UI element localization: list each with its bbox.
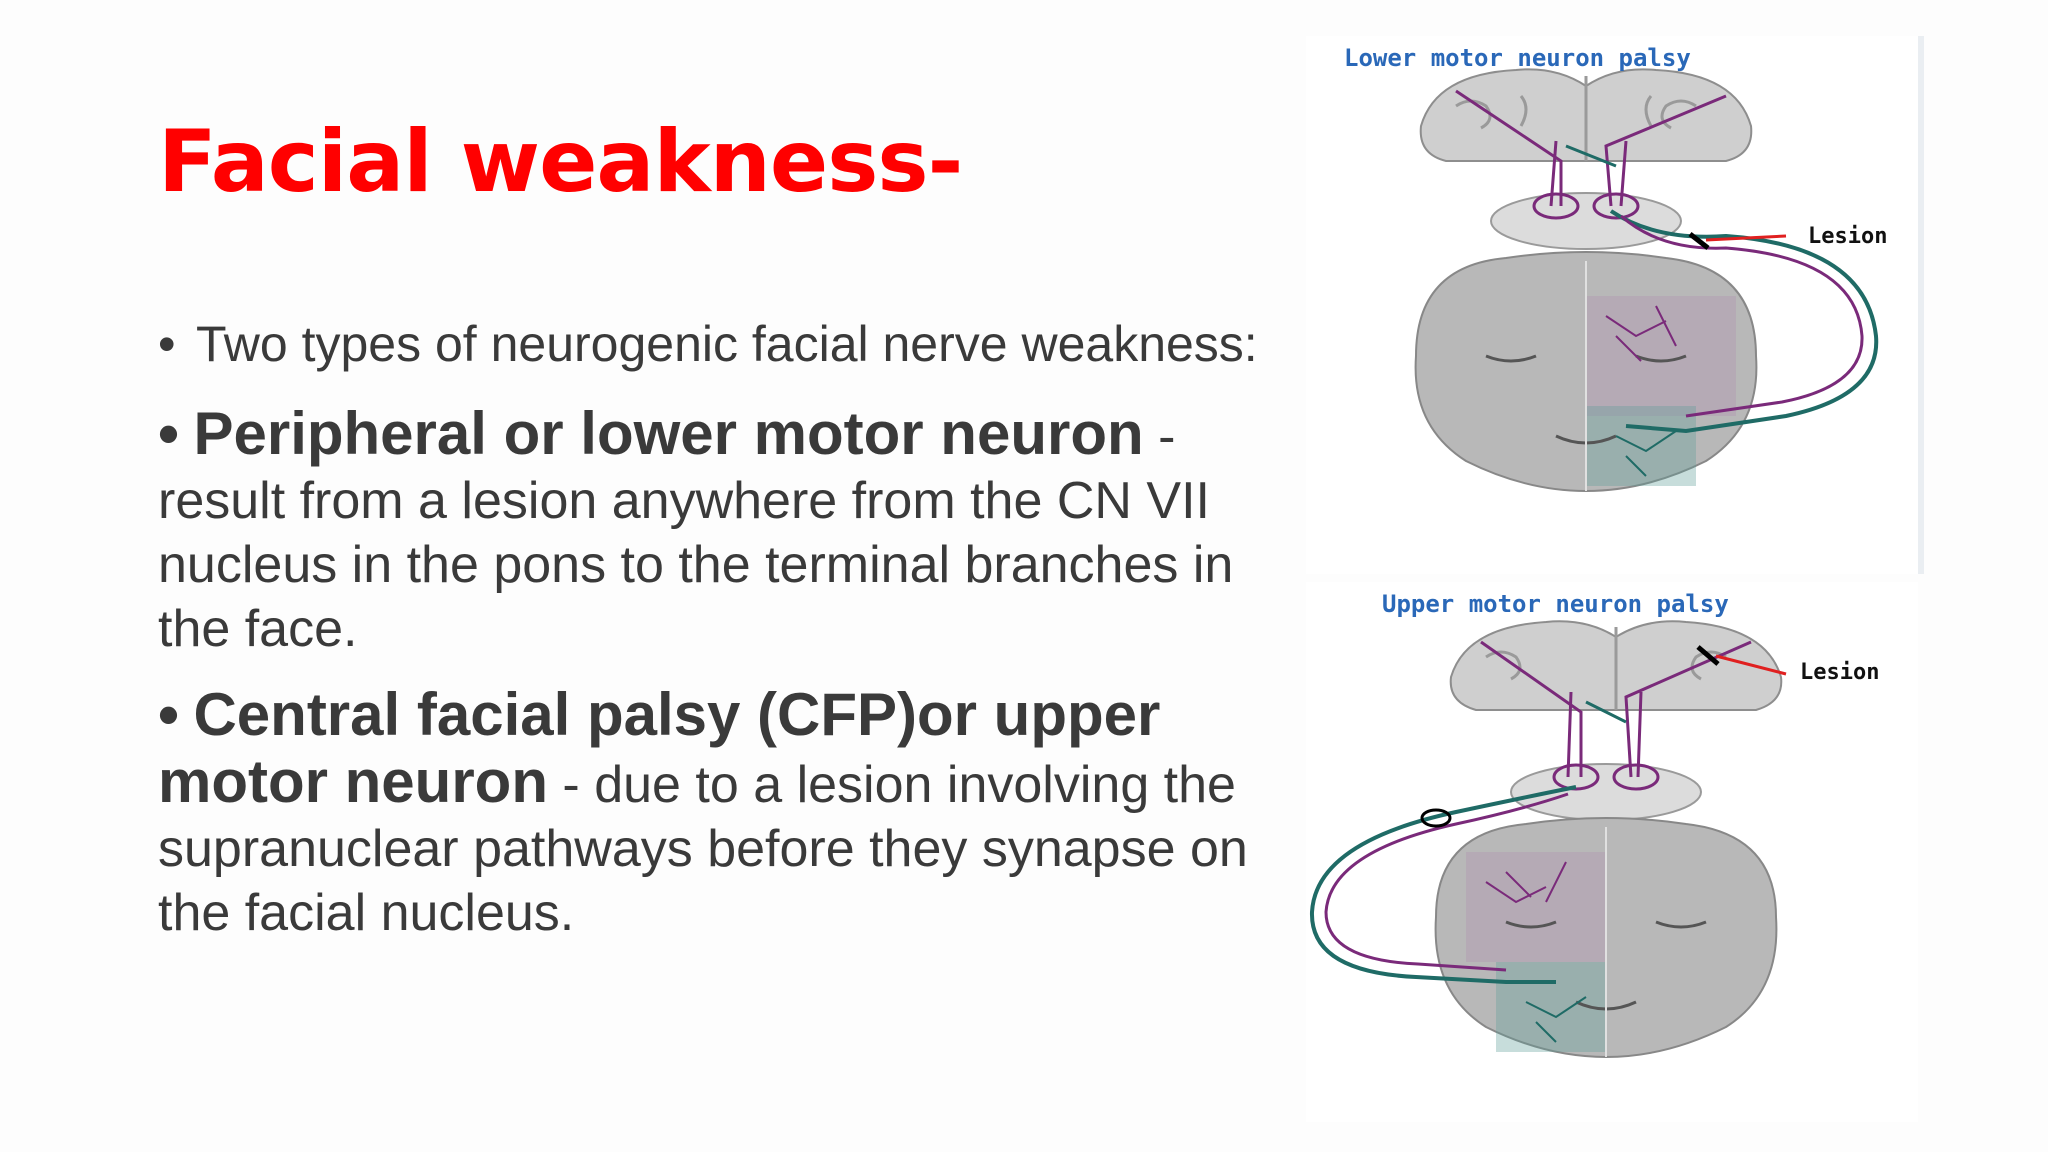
lower-palsy-title: Lower motor neuron palsy [1344, 44, 1691, 72]
upper-palsy-title: Upper motor neuron palsy [1382, 590, 1729, 618]
lower-lesion-label: Lesion [1808, 224, 1888, 249]
bullet-marker: • [158, 400, 180, 467]
bullet-intro-text: Two types of neurogenic facial nerve wea… [196, 316, 1258, 372]
bullet-central: • Central facial palsy (CFP)or upper mot… [158, 683, 1278, 945]
bullet-peripheral: • Peripheral or lower motor neuron - res… [158, 402, 1278, 661]
bullet-marker: • [158, 681, 180, 748]
upper-lesion-label: Lesion [1800, 660, 1880, 685]
central-description: - due to a lesion involving the supranuc… [158, 756, 1248, 942]
peripheral-heading: Peripheral or lower motor neuron [193, 400, 1144, 467]
peripheral-description: - result from a lesion anywhere from the… [158, 408, 1234, 658]
bullet-marker: • [158, 316, 176, 372]
slide-title: Facial weakness- [158, 112, 963, 212]
bullet-intro: • Two types of neurogenic facial nerve w… [158, 312, 1278, 376]
figure-column: Lower motor neuron palsy Lesion [1306, 36, 1924, 1122]
lower-palsy-illustration [1414, 68, 1879, 493]
figure-lower-motor-neuron-palsy: Lower motor neuron palsy Lesion [1306, 36, 1924, 574]
figure-upper-motor-neuron-palsy: Upper motor neuron palsy Lesion [1306, 582, 1918, 1122]
central-heading: Central facial palsy (CFP)or upper motor… [158, 681, 1161, 815]
upper-palsy-illustration [1309, 620, 1787, 1059]
slide-body: • Two types of neurogenic facial nerve w… [158, 312, 1278, 945]
